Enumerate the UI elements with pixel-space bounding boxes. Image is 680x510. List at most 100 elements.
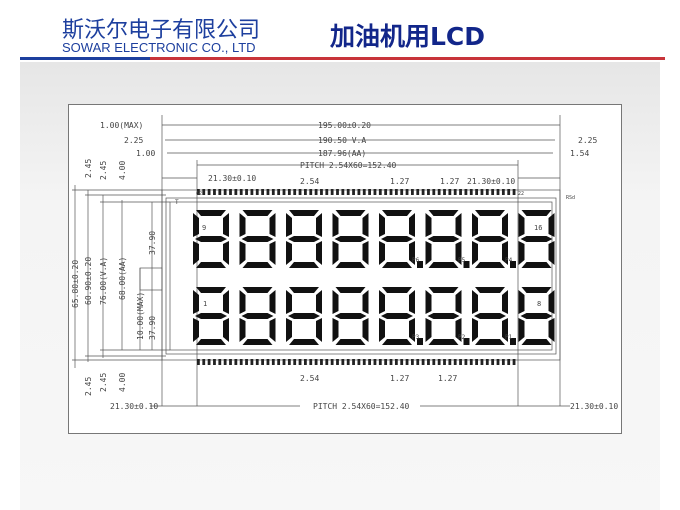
pin	[266, 189, 270, 195]
pin	[234, 359, 238, 365]
segment	[521, 210, 552, 216]
pin	[287, 359, 291, 365]
pin	[501, 359, 505, 365]
pin	[352, 189, 355, 195]
pin	[202, 189, 206, 195]
pin	[282, 359, 286, 365]
segment	[428, 339, 459, 345]
segment	[269, 318, 276, 342]
segment	[382, 262, 412, 268]
digit-label-16: 16	[534, 224, 542, 232]
segment	[472, 213, 478, 237]
company-name-en: SOWAR ELECTRONIC CO., LTD	[62, 40, 256, 55]
pin	[480, 189, 484, 195]
segment	[455, 241, 462, 265]
seven-seg-digit	[332, 287, 369, 345]
pin	[400, 359, 404, 365]
segment	[242, 262, 273, 268]
segment	[455, 290, 462, 314]
pin	[357, 359, 361, 365]
point-label-p2: P2	[458, 334, 466, 341]
pin	[239, 189, 243, 195]
pin	[229, 359, 232, 365]
dim-pin-width-bottom: 2.54	[300, 374, 319, 383]
pin-label-right: 22	[518, 191, 524, 197]
segment	[239, 290, 246, 314]
pin	[475, 359, 478, 365]
dim-top-a: 2.45	[84, 159, 93, 178]
segment	[334, 236, 367, 242]
dim-top-c: 4.00	[118, 161, 127, 180]
pin	[373, 359, 377, 365]
dim-pin-width-top: 2.54	[300, 177, 319, 186]
dim-va-left: 2.25	[124, 136, 143, 145]
pin	[432, 189, 436, 195]
pin	[421, 359, 425, 365]
dim-overall-width: 195.00±0.20	[318, 121, 371, 130]
segment	[362, 290, 369, 314]
segment	[286, 290, 292, 314]
segment	[455, 213, 462, 237]
segment	[475, 287, 505, 293]
dim-aa-right: 1.54	[570, 149, 589, 158]
pin	[330, 359, 334, 365]
digit-label-1: 1	[203, 300, 207, 308]
segment	[521, 262, 552, 268]
company-name-cn: 斯沃尔电子有限公司	[62, 18, 261, 43]
seven-seg-digit	[332, 210, 369, 268]
decimal-point	[463, 261, 470, 268]
decimal-point	[417, 261, 423, 268]
dim-pitch-bottom: PITCH 2.54X60=152.40	[313, 402, 410, 411]
point-label-p3: P3	[412, 334, 420, 341]
decimal-point	[510, 338, 516, 345]
pin	[298, 359, 302, 365]
pin	[448, 189, 452, 195]
segment	[196, 262, 226, 268]
pin	[207, 189, 211, 195]
pin	[255, 359, 259, 365]
segment	[286, 213, 292, 237]
dim-aa-width: 187.96(AA)	[318, 149, 366, 158]
segment	[475, 262, 505, 268]
dim-top-b: 2.45	[99, 161, 108, 180]
segment	[409, 290, 415, 314]
pin	[320, 189, 323, 195]
segment	[332, 213, 339, 237]
segment	[335, 262, 366, 268]
dim-pin-offset-left-top: 21.30±0.10	[208, 174, 256, 183]
segment	[288, 236, 320, 242]
segment	[548, 318, 555, 342]
dim-pin-a-bottom: 1.27	[390, 374, 409, 383]
segment	[335, 210, 366, 216]
segment	[379, 213, 385, 237]
segment	[269, 290, 276, 314]
segment	[427, 313, 460, 319]
segment	[455, 318, 462, 342]
segment	[548, 213, 555, 237]
segment	[332, 290, 339, 314]
pin	[475, 189, 478, 195]
segment	[223, 241, 229, 265]
pin	[459, 189, 462, 195]
segment	[289, 262, 319, 268]
dim-va-height: 76.00(V.A)	[99, 257, 108, 305]
segment	[475, 210, 505, 216]
segment	[502, 213, 508, 237]
segment	[518, 213, 525, 237]
pin	[304, 359, 307, 365]
pin	[459, 359, 462, 365]
pin	[261, 359, 264, 365]
pin	[271, 359, 275, 365]
pin	[443, 359, 446, 365]
pin	[336, 359, 339, 365]
pin	[341, 189, 345, 195]
segment	[195, 236, 227, 242]
dim-pitch-top: PITCH 2.54X60=152.40	[300, 161, 397, 170]
segment	[193, 318, 199, 342]
pin-label-t: T	[175, 199, 179, 206]
pin	[378, 189, 382, 195]
segment	[362, 241, 369, 265]
dim-inner-height: 60.90±0.20	[84, 257, 93, 305]
seven-seg-digit	[193, 210, 229, 268]
pin	[427, 189, 430, 195]
